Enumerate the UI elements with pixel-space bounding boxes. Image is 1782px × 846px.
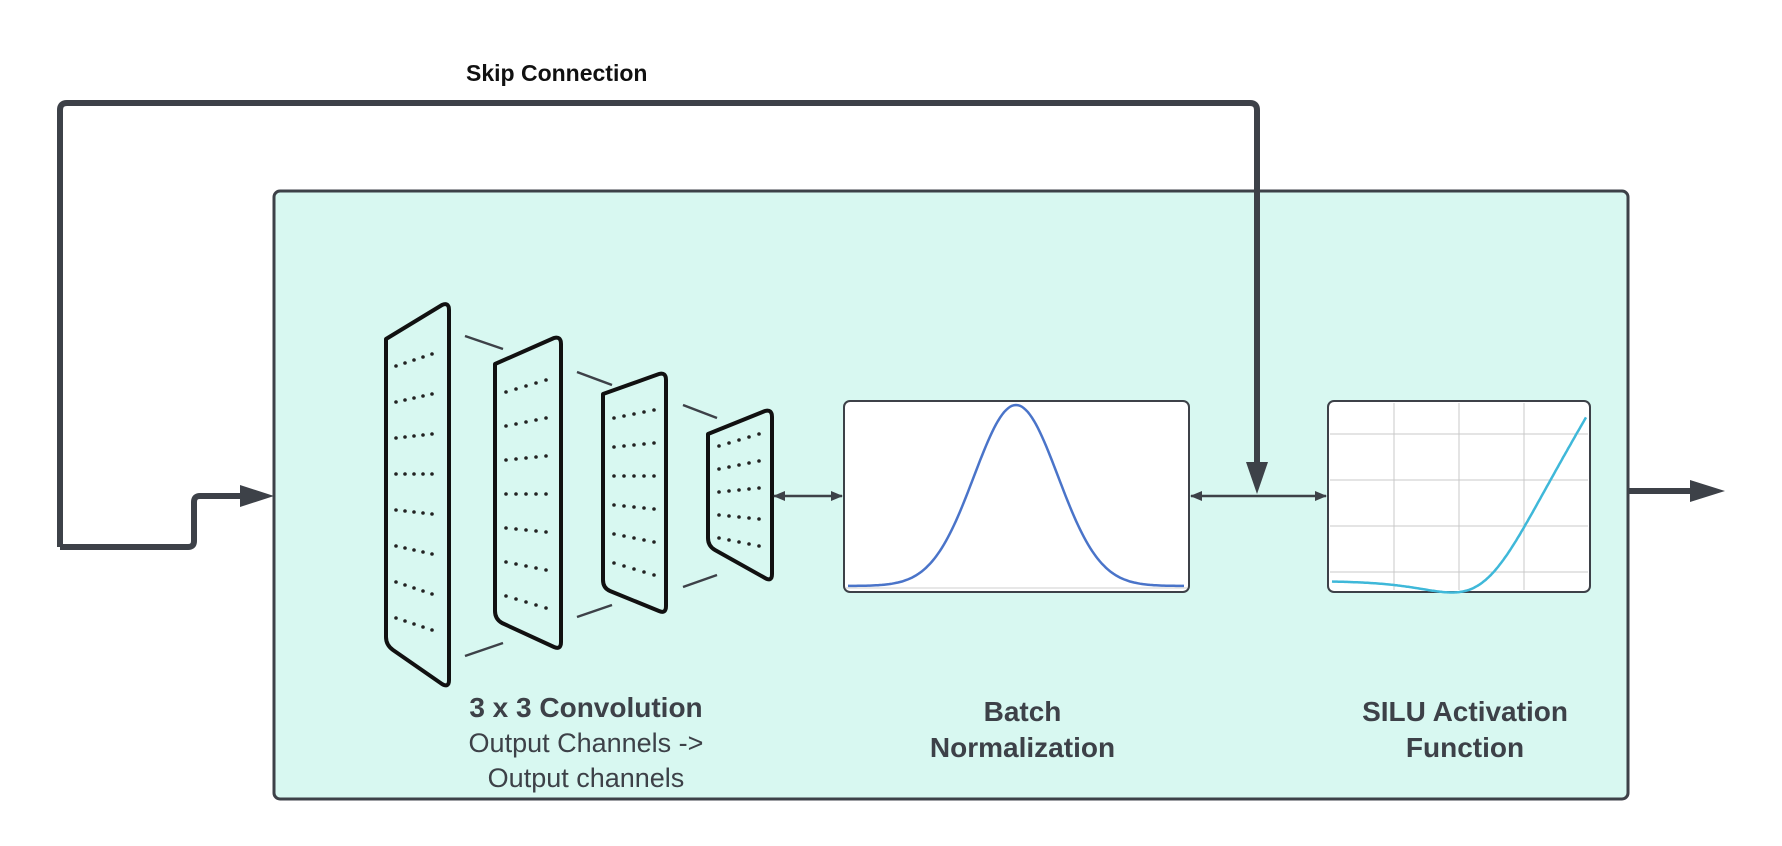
skip-connection-line: [60, 493, 242, 550]
batchnorm-line1: Batch: [983, 696, 1062, 727]
input-arrow-icon: [240, 485, 274, 507]
silu-curve-icon: [1327, 400, 1591, 594]
skip-connection-label: Skip Connection: [466, 60, 648, 86]
feature-map-icon: [384, 302, 451, 688]
feature-map-icon: [601, 371, 668, 614]
output-arrow-icon: [1690, 480, 1725, 502]
conv-subtitle-line2: Output channels: [487, 763, 685, 793]
conv-title: 3 x 3 Convolution: [469, 692, 703, 723]
feature-map-icon: [706, 408, 774, 582]
silu-line1: SILU Activation: [1362, 696, 1568, 727]
feature-map-icon: [493, 335, 563, 650]
batchnorm-line2: Normalization: [929, 732, 1116, 763]
silu-line2: Function: [1405, 732, 1525, 763]
gaussian-curve-icon: [843, 400, 1190, 593]
conv-label: 3 x 3 Convolution Output Channels -> Out…: [436, 690, 736, 796]
conv-subtitle-line1: Output Channels ->: [468, 728, 704, 758]
silu-label: SILU Activation Function: [1335, 694, 1595, 766]
skip-connection-loop: [57, 100, 1260, 547]
batchnorm-label: Batch Normalization: [900, 694, 1145, 766]
skip-arrow-icon: [1246, 462, 1268, 494]
feature-map-connectors: [464, 334, 718, 658]
